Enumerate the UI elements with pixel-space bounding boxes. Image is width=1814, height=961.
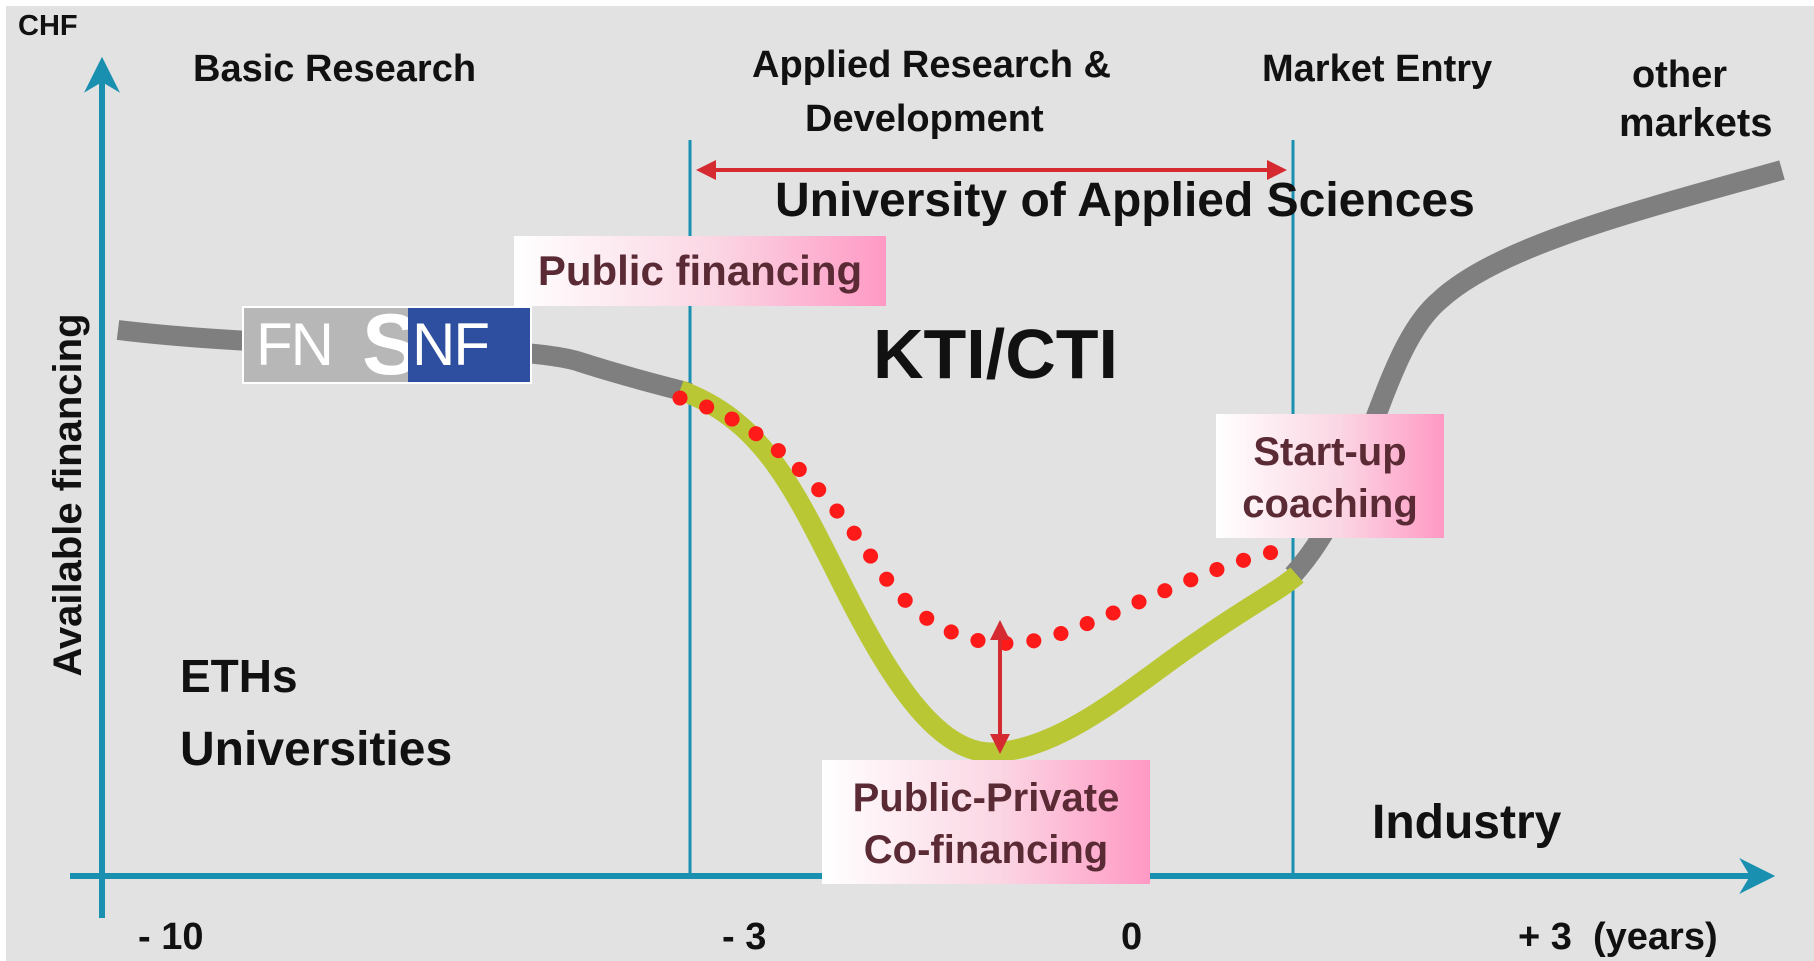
phase-basic-research: Basic Research	[193, 48, 477, 90]
fnsnf-logo: FN S NF	[242, 306, 532, 384]
ppp-line2: Co-financing	[863, 828, 1109, 872]
target-financing-dotted	[672, 390, 1301, 651]
industry-label: Industry	[1372, 796, 1562, 849]
y-axis-unit: CHF	[18, 10, 78, 42]
kti-cti-label: KTI/CTI	[873, 315, 1118, 393]
x-tick-plus-3: + 3 (years)	[1518, 916, 1718, 958]
eths-label: ETHs	[180, 650, 298, 702]
startup-coaching-box: Start-up coaching	[1216, 414, 1444, 538]
universities-label: Universities	[180, 723, 453, 776]
x-tick-minus-10: - 10	[138, 916, 204, 958]
logo-s: S	[362, 308, 408, 382]
public-financing-text: Public financing	[537, 247, 863, 294]
startup-line2: coaching	[1242, 482, 1418, 526]
x-tick-minus-3: - 3	[722, 916, 767, 958]
phase-market-entry: Market Entry	[1262, 48, 1493, 90]
y-axis-label: Available financing	[46, 313, 90, 677]
phase-other-line1: other	[1632, 54, 1727, 96]
funding-gap-curve	[676, 380, 1304, 763]
phase-applied-line2: Development	[805, 98, 1044, 140]
logo-nf: NF	[408, 308, 530, 382]
university-applied-label: University of Applied Sciences	[775, 174, 1475, 227]
ppp-line1: Public-Private	[852, 776, 1120, 820]
logo-fn: FN	[244, 308, 362, 382]
phase-other-line2: markets	[1619, 101, 1773, 145]
startup-line1: Start-up	[1253, 430, 1407, 474]
public-financing-box: Public financing	[514, 236, 886, 306]
x-tick-zero: 0	[1121, 916, 1143, 958]
public-private-box: Public-Private Co-financing	[822, 760, 1150, 884]
phase-applied-line1: Applied Research &	[752, 44, 1111, 86]
